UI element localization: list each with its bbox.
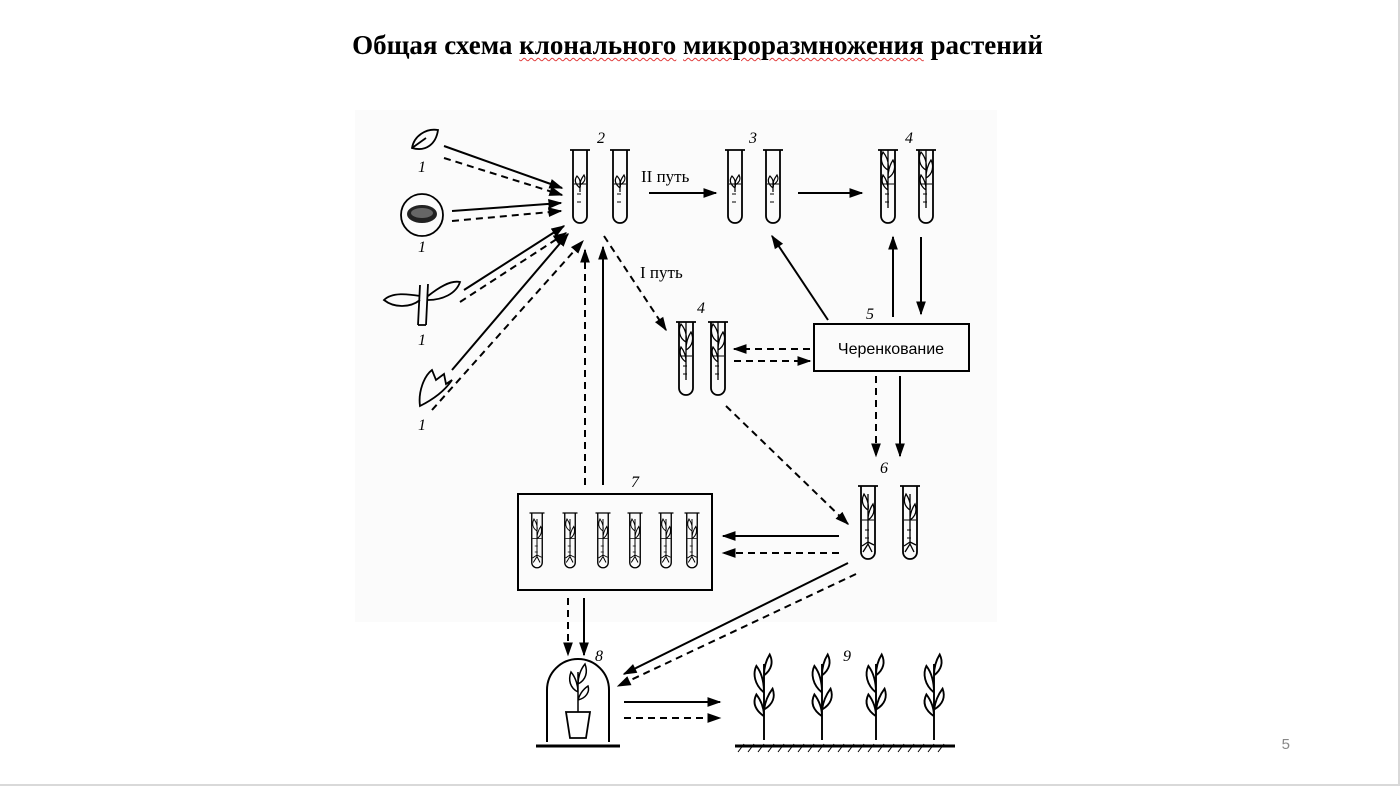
label-stage-6: 6: [880, 460, 888, 477]
slide-title: Общая схема клонального микроразмножения…: [352, 30, 1043, 60]
stage-7-box: [517, 493, 713, 591]
label-explant-1b: 1: [418, 239, 426, 256]
cuttings-box-label: Черенкование: [838, 341, 944, 358]
page-number: 5: [1281, 736, 1290, 753]
cuttings-box: [813, 323, 970, 372]
label-stage-9: 9: [843, 648, 851, 665]
label-explant-1d: 1: [418, 417, 426, 434]
explant-stem-icon: [382, 280, 462, 326]
label-stage-3: 3: [748, 130, 757, 147]
label-stage-8: 8: [595, 648, 603, 665]
explant-section-icon: [400, 193, 444, 237]
spellcheck-word-micropropagation: микроразмножения: [683, 30, 924, 60]
greenhouse-icon: [536, 658, 620, 748]
label-stage-2: 2: [597, 130, 605, 147]
label-stage-4-top: 4: [905, 130, 913, 147]
field-plants-icon: [735, 653, 955, 753]
solid-arrows: [443, 145, 926, 707]
explant-meristem-icon: [418, 368, 453, 408]
dashed-arrows: [431, 157, 881, 723]
path-i-label: I путь: [640, 263, 683, 282]
label-stage-4-left: 4: [697, 300, 705, 317]
explant-leaf-icon: [410, 128, 440, 150]
label-stage-5: 5: [866, 306, 874, 323]
label-explant-1a: 1: [418, 159, 426, 176]
spellcheck-word-clonal: клонального: [519, 30, 677, 60]
path-ii-label: II путь: [641, 167, 690, 186]
label-explant-1c: 1: [418, 332, 426, 349]
label-stage-7: 7: [631, 474, 640, 491]
